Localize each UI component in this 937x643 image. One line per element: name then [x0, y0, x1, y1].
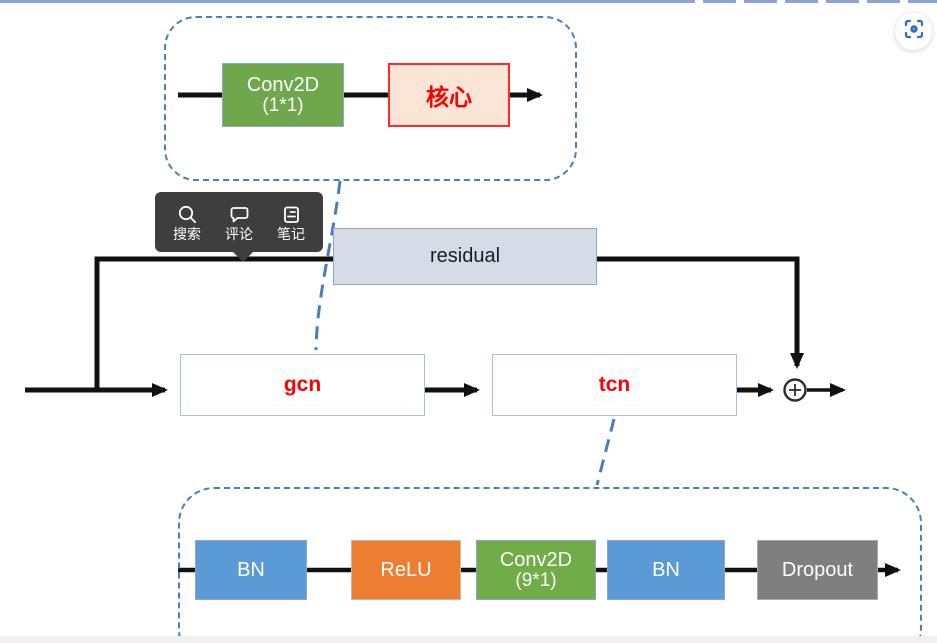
residual-label: residual	[429, 245, 501, 267]
toolbar-comment-label: 评论	[225, 225, 253, 242]
top-detail-callout-box	[164, 16, 577, 181]
toolbar-search-label: 搜索	[173, 225, 201, 242]
bn1-label: BN	[237, 558, 265, 581]
core-block: 核心	[388, 63, 510, 127]
gcn-label: gcn	[283, 373, 322, 396]
toolbar-note-label: 笔记	[277, 225, 305, 242]
relu-label: ReLU	[380, 558, 432, 581]
toolbar-search-button[interactable]: 搜索	[173, 204, 201, 241]
comment-icon	[229, 204, 250, 225]
conv2d-1x1-block: Conv2D (1*1)	[222, 63, 344, 127]
top-border-line-dashed	[662, 0, 937, 3]
dropout-block: Dropout	[757, 540, 878, 600]
toolbar-comment-button[interactable]: 评论	[225, 204, 253, 241]
toolbar-note-button[interactable]: 笔记	[277, 204, 305, 241]
scan-icon	[903, 18, 925, 45]
bn2-label: BN	[652, 558, 680, 581]
top-border-line	[0, 0, 662, 3]
bottom-page-strip	[0, 636, 937, 643]
note-icon	[281, 204, 302, 225]
bottom-detail-callout-box	[178, 487, 922, 643]
residual-block: residual	[333, 228, 597, 285]
bn-block-2: BN	[607, 540, 725, 600]
conv2d-9x1-block: Conv2D (9*1)	[476, 540, 596, 600]
selection-toolbar: 搜索 评论 笔记	[155, 192, 323, 262]
relu-block: ReLU	[351, 540, 461, 600]
conv2d-1x1-sublabel: (1*1)	[262, 94, 304, 116]
core-label: 核心	[426, 84, 472, 110]
dropout-label: Dropout	[781, 558, 854, 581]
scan-capture-button[interactable]	[895, 13, 932, 50]
bn-block-1: BN	[195, 540, 307, 600]
conv2d-1x1-label: Conv2D	[246, 73, 320, 96]
gcn-block: gcn	[180, 354, 425, 416]
conv2d-9x1-label: Conv2D	[499, 548, 573, 571]
tcn-label: tcn	[598, 373, 631, 396]
search-icon	[177, 204, 198, 225]
tcn-block: tcn	[492, 354, 737, 416]
conv2d-9x1-sublabel: (9*1)	[515, 569, 557, 591]
